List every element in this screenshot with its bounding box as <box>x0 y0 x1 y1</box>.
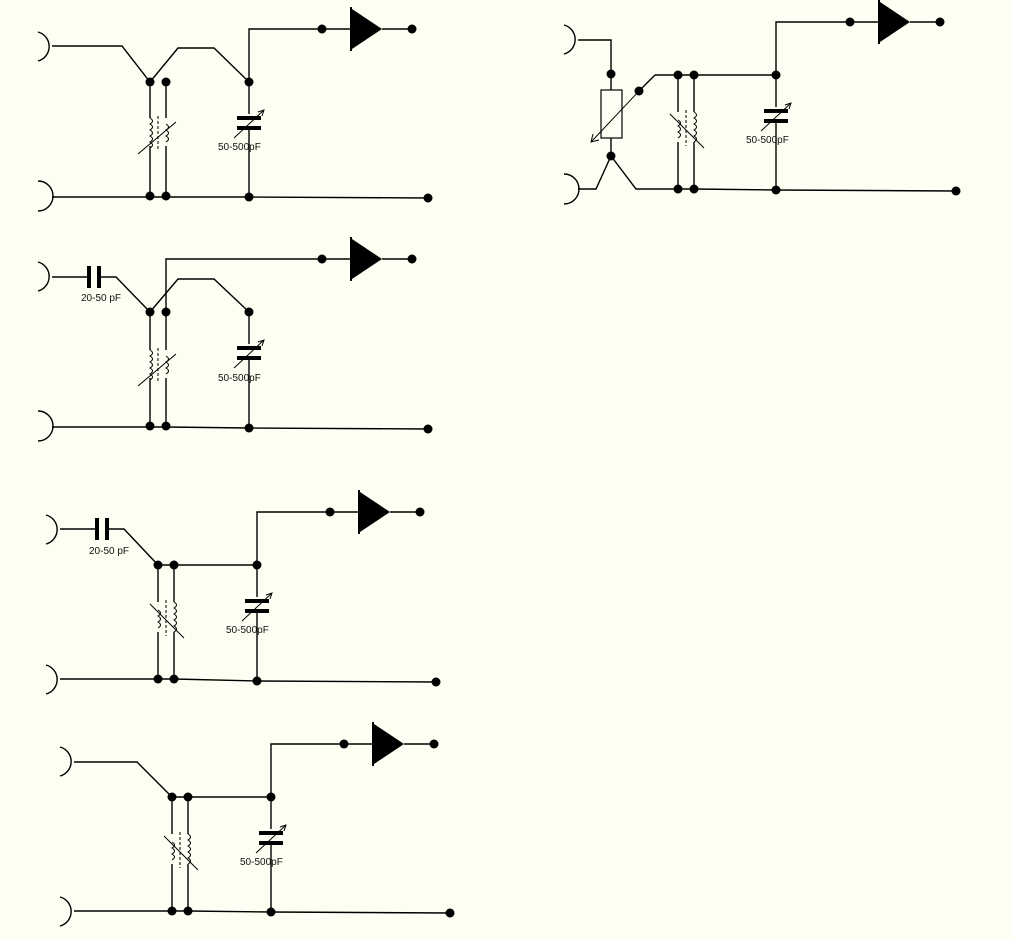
wire-antenna <box>52 276 151 313</box>
capacitor-label: 50-500pF <box>746 135 789 146</box>
junction-dots <box>153 507 441 687</box>
capacitor-label: 50-500pF <box>218 142 261 153</box>
ground-terminal <box>37 410 54 442</box>
circuit-1: 50-500pF <box>37 7 433 212</box>
wire-antenna <box>578 39 612 90</box>
variable-capacitor <box>760 102 792 132</box>
junction-dots <box>145 254 433 434</box>
wire-top <box>74 743 344 798</box>
diode <box>322 7 412 51</box>
coupling-capacitor <box>87 266 101 288</box>
coupled-coils <box>149 600 185 639</box>
wire-diode <box>775 21 850 75</box>
coupling-capacitor-label: 20-50 pF <box>81 293 121 304</box>
variable-capacitor <box>255 824 287 854</box>
wire-diode <box>165 258 322 312</box>
wire-antenna <box>60 528 159 566</box>
circuit-4: 50-500pF <box>59 722 455 927</box>
coupling-capacitor-label: 20-50 pF <box>89 546 129 557</box>
antenna-terminal <box>37 31 50 62</box>
coupled-coils <box>669 110 705 149</box>
wire-top <box>52 28 322 84</box>
antenna-terminal <box>563 24 576 55</box>
circuit-2: 20-50 pF 50-500pF <box>37 237 433 442</box>
circuit-5: 50-500pF <box>563 0 961 205</box>
antenna-terminal <box>37 261 50 292</box>
antenna-terminal <box>45 514 58 545</box>
ground-terminal <box>37 180 54 212</box>
circuit-3: 20-50 pF 50-500pF <box>45 490 441 695</box>
wire-ground <box>60 678 437 683</box>
capacitor-label: 50-500pF <box>218 373 261 384</box>
diode <box>344 722 434 766</box>
wire-ground <box>52 426 429 430</box>
ground-terminal <box>59 896 72 927</box>
variable-capacitor <box>233 109 265 139</box>
wire-ground <box>74 910 451 914</box>
capacitor-label: 50-500pF <box>226 625 269 636</box>
wire-top <box>149 278 250 313</box>
capacitor-label: 50-500pF <box>240 857 283 868</box>
wire-ground <box>578 154 957 192</box>
variable-capacitor <box>233 339 265 369</box>
coupled-coils <box>163 832 199 871</box>
ground-terminal <box>563 173 580 205</box>
diode <box>330 490 420 534</box>
ground-terminal <box>45 664 58 695</box>
diode <box>322 237 412 281</box>
junction-dots <box>606 17 961 196</box>
wire-ground <box>52 196 429 199</box>
variable-capacitor <box>241 592 273 622</box>
junction-dots <box>145 24 433 203</box>
coupling-capacitor <box>95 518 109 540</box>
wire-top <box>158 511 330 566</box>
variable-resistor <box>590 74 656 143</box>
junction-dots <box>167 739 455 918</box>
coupled-coils <box>137 116 177 155</box>
antenna-terminal <box>59 746 72 777</box>
coupled-coils <box>137 348 177 387</box>
diode <box>850 0 940 44</box>
